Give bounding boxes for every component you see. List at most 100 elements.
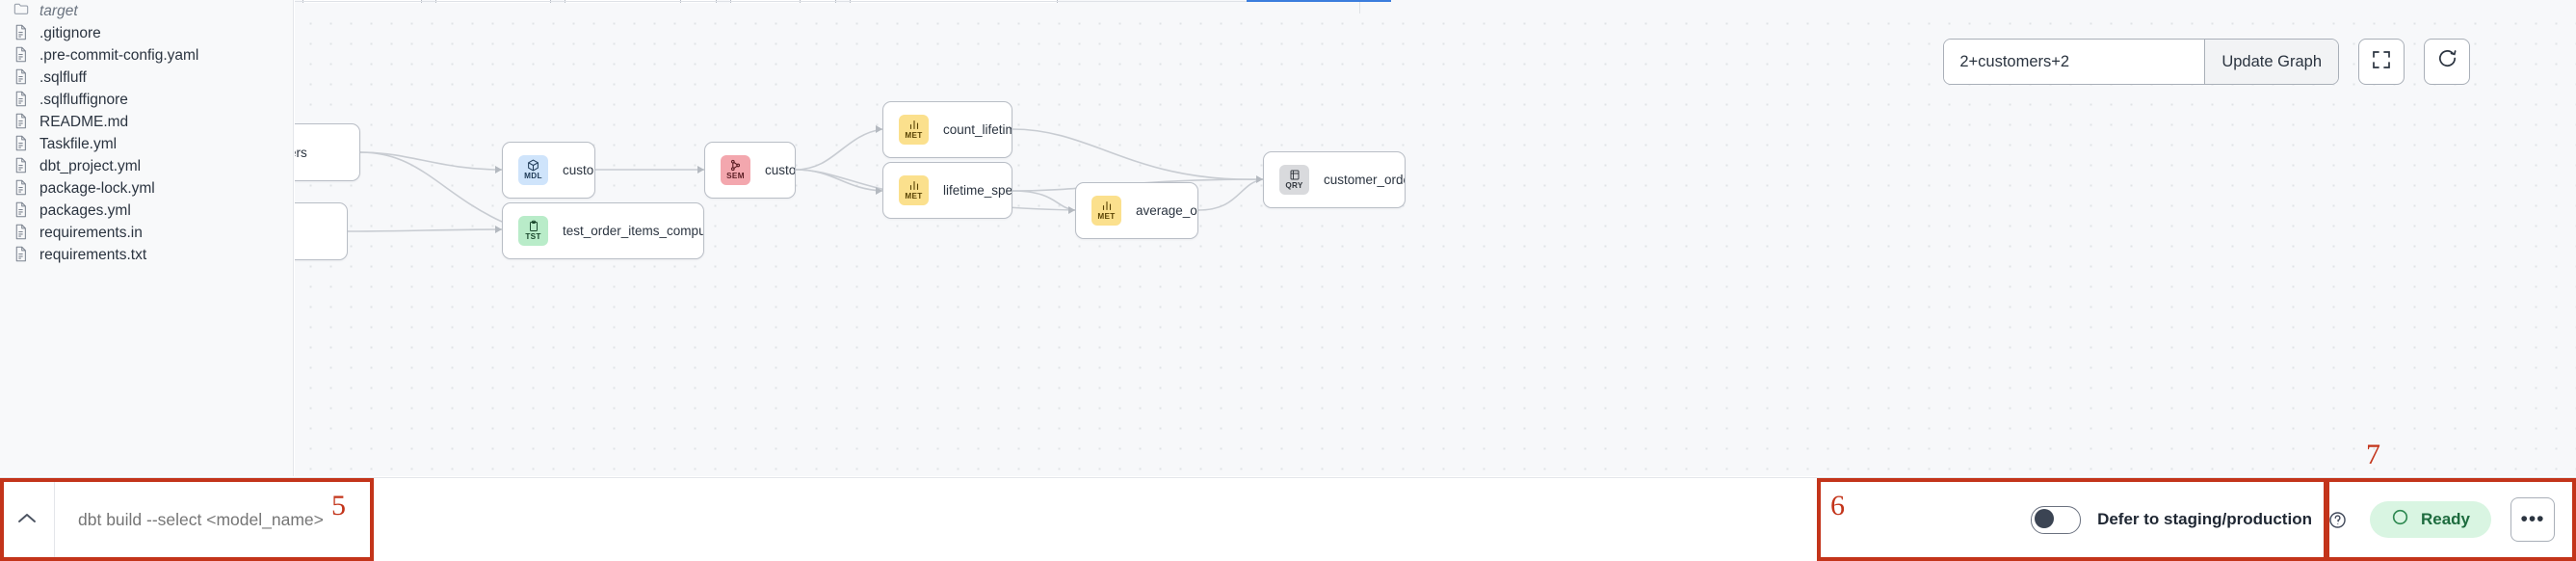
status-label: Ready — [2420, 510, 2470, 528]
model-type-chip-mdl: MDL — [518, 155, 548, 185]
semantic-model-icon — [729, 159, 742, 172]
model-type-code: MET — [1097, 212, 1116, 222]
file-icon — [13, 24, 30, 42]
graph-node-label: customers — [765, 163, 795, 177]
model-type-chip-met: MET — [899, 115, 929, 145]
graph-node-label: lifetime_spend_pretax — [943, 183, 1012, 198]
file-name: requirements.in — [39, 224, 143, 241]
defer-label: Defer to staging/production — [2097, 510, 2312, 528]
command-bar-right: Defer to staging/production Ready ••• — [2031, 478, 2576, 561]
annotation-marker-7: 7 — [2366, 439, 2380, 470]
status-circle-icon — [2391, 508, 2409, 531]
annotation-marker-6-visible: 6 — [1830, 490, 1845, 521]
chevron-up-icon — [16, 509, 38, 531]
file-icon — [13, 224, 30, 242]
model-type-chip-met: MET — [1091, 196, 1121, 226]
bar-chart-icon — [908, 179, 920, 192]
command-bar: Defer to staging/production Ready ••• — [0, 477, 2576, 561]
model-type-chip-tst: TST — [518, 216, 548, 246]
node-selector-group[interactable]: Update Graph — [1943, 39, 2339, 85]
file-name: .sqlfluffignore — [39, 91, 128, 108]
graph-node-average-order-value[interactable]: MET average_order_value — [1075, 182, 1198, 239]
file-icon — [13, 157, 30, 175]
defer-control[interactable]: Defer to staging/production — [2031, 505, 2370, 534]
model-type-code: QRY — [1285, 181, 1303, 191]
file-icon — [13, 246, 30, 264]
graph-node-label: customer_order_metrics — [1324, 173, 1405, 187]
model-type-chip-met: MET — [899, 175, 929, 205]
graph-node-customers-model[interactable]: MDL customers — [502, 142, 595, 199]
file-icon — [13, 113, 30, 131]
file-item[interactable]: README.md — [0, 111, 293, 133]
graph-node-orders[interactable]: orders — [295, 202, 348, 260]
status-badge[interactable]: Ready — [2369, 501, 2491, 538]
command-bar-collapse-button[interactable] — [0, 478, 55, 561]
file-item[interactable]: dbt_project.yml — [0, 155, 293, 177]
file-name: README.md — [39, 113, 129, 130]
file-name: packages.yml — [39, 201, 131, 219]
file-item[interactable]: .sqlfluffignore — [0, 89, 293, 111]
toggle-knob — [2035, 509, 2055, 528]
graph-toolbar[interactable]: Update Graph — [1943, 39, 2470, 85]
file-name: target — [39, 2, 78, 19]
fullscreen-icon — [2371, 49, 2392, 75]
model-type-code: MET — [905, 131, 923, 141]
lineage-graph-panel[interactable]: Update Graph stg_custome — [295, 0, 2576, 476]
cube-icon — [527, 159, 539, 172]
file-name: requirements.txt — [39, 246, 147, 263]
file-icon — [13, 201, 30, 220]
file-item[interactable]: package-lock.yml — [0, 177, 293, 200]
update-graph-button[interactable]: Update Graph — [2204, 40, 2338, 84]
file-name: .sqlfluff — [39, 68, 87, 86]
bar-chart-icon — [1101, 200, 1113, 212]
file-item[interactable]: Taskfile.yml — [0, 133, 293, 155]
file-item[interactable]: packages.yml — [0, 200, 293, 222]
file-name: .pre-commit-config.yaml — [39, 46, 199, 64]
file-item[interactable]: .sqlfluff — [0, 67, 293, 89]
question-circle-icon[interactable] — [2328, 511, 2347, 529]
graph-node-customer-order-metrics[interactable]: QRY customer_order_metrics — [1263, 151, 1406, 208]
model-type-chip-qry: QRY — [1279, 165, 1309, 195]
file-list: target .gitignore .pre-commit-config.yaml.… — [0, 0, 293, 266]
query-icon — [1289, 169, 1301, 181]
refresh-button[interactable] — [2424, 39, 2470, 85]
tab-strip-rule — [295, 1, 1359, 2]
graph-node-test-order-items[interactable]: TST test_order_items_compute_to_bools… — [502, 202, 704, 259]
file-item[interactable]: target — [0, 0, 293, 22]
more-options-button[interactable]: ••• — [2510, 497, 2555, 542]
graph-node-label: count_lifetime_orders — [943, 122, 1012, 137]
editor-tab-strip[interactable] — [295, 0, 1391, 3]
file-name: .gitignore — [39, 24, 101, 41]
graph-node-label: stg_customers — [295, 145, 307, 160]
graph-node-stg-customers[interactable]: stg_customers — [295, 123, 360, 181]
model-type-chip-sem: SEM — [721, 155, 750, 185]
command-input[interactable] — [76, 508, 812, 531]
node-selector-input[interactable] — [1944, 40, 2205, 84]
annotation-marker-5: 5 — [331, 490, 346, 521]
file-icon — [13, 179, 30, 198]
file-item[interactable]: requirements.txt — [0, 244, 293, 266]
file-icon — [13, 68, 30, 87]
file-name: package-lock.yml — [39, 179, 155, 197]
folder-icon — [13, 2, 30, 20]
file-name: Taskfile.yml — [39, 135, 118, 152]
graph-node-customers-semantic[interactable]: SEM customers — [704, 142, 796, 199]
file-item[interactable]: requirements.in — [0, 222, 293, 244]
graph-node-lifetime-spend-pretax[interactable]: MET lifetime_spend_pretax — [882, 162, 1012, 219]
defer-toggle[interactable] — [2031, 505, 2082, 534]
fullscreen-button[interactable] — [2358, 39, 2405, 85]
file-item[interactable]: .gitignore — [0, 22, 293, 44]
graph-node-label: average_order_value — [1136, 203, 1197, 218]
file-item[interactable]: .pre-commit-config.yaml — [0, 44, 293, 67]
file-icon — [13, 46, 30, 65]
tab-active-indicator — [1247, 0, 1391, 2]
tab-strip-divider — [1359, 0, 1360, 13]
graph-node-label: test_order_items_compute_to_bools… — [563, 224, 703, 238]
graph-node-count-lifetime-orders[interactable]: MET count_lifetime_orders — [882, 101, 1012, 158]
file-explorer-sidebar[interactable]: target .gitignore .pre-commit-config.yaml.… — [0, 0, 294, 476]
file-name: dbt_project.yml — [39, 157, 142, 174]
graph-node-label: customers — [563, 163, 594, 177]
bar-chart-icon — [908, 119, 920, 131]
file-icon — [13, 91, 30, 109]
